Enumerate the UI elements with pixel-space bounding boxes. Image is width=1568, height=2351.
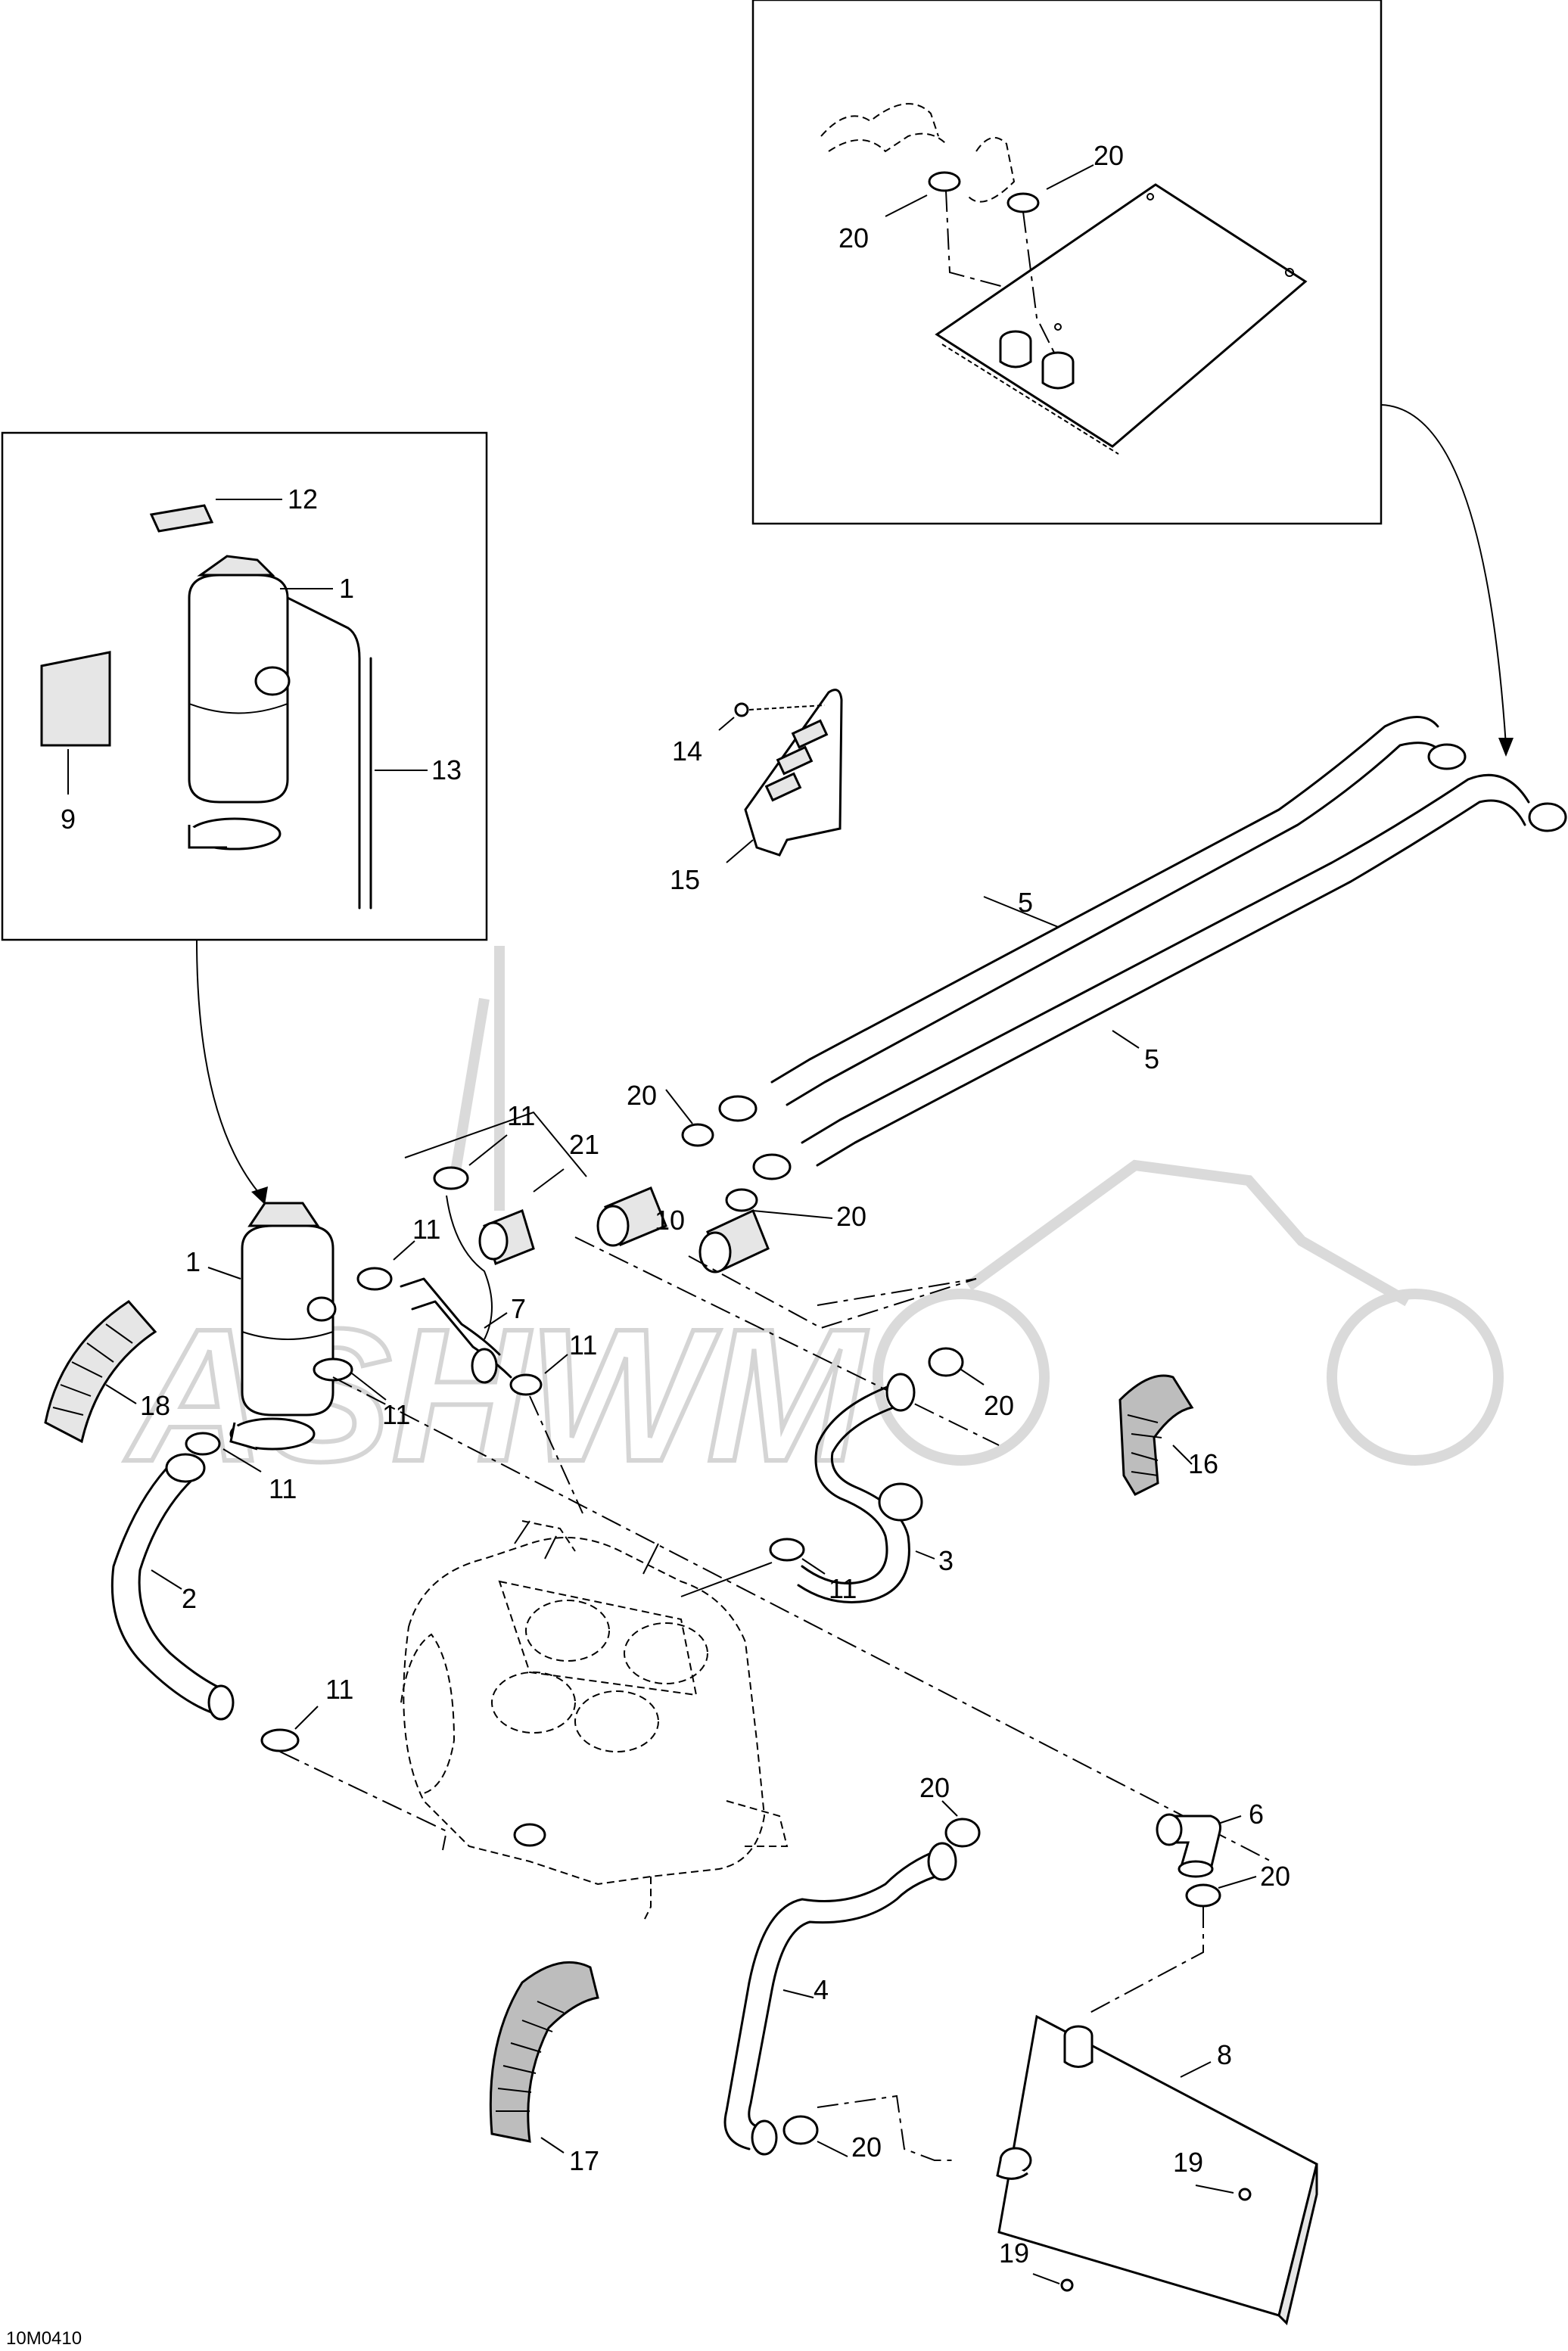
callout-20-hose4-top: 20: [919, 1772, 950, 1803]
callout-20-elbow: 20: [1260, 1861, 1290, 1892]
hose-3: 20 11 3: [680, 1347, 1014, 1604]
callout-19-left: 19: [999, 2237, 1029, 2269]
callout-11-hose3: 11: [829, 1573, 857, 1604]
leader-arrow-tank: [196, 939, 262, 1196]
callout-20-inset-a: 20: [1094, 140, 1124, 171]
coolant-tank-inset: 12 1 13 9: [1, 431, 488, 941]
rear-radiator: 8 19 19: [996, 2014, 1318, 2325]
corrugated-hose-16: 16: [1118, 1374, 1218, 1496]
corrugated-hose-17: 17: [489, 1961, 599, 2176]
overflow-hose: [286, 596, 361, 910]
bypass-group: 11 21 7 11 11: [356, 1100, 599, 1514]
radiator-plate: [935, 183, 1308, 448]
long-hoses: 5 5: [718, 716, 1567, 1180]
watermark: ASHWM: [122, 946, 1504, 1503]
callout-11-hose2-bottom: 11: [325, 1674, 353, 1705]
radiator-inset: 20 20: [751, 0, 1383, 525]
callout-6: 6: [1249, 1799, 1264, 1830]
hose-4: 20 20 4: [723, 1772, 981, 2163]
callout-11-bypass-b: 11: [569, 1329, 597, 1361]
callout-20-connector-b: 20: [836, 1201, 866, 1232]
screw: [734, 702, 749, 717]
callout-1-inset: 1: [339, 573, 354, 604]
inset-frame-left: [1, 431, 488, 941]
callout-20-hose3: 20: [984, 1390, 1014, 1421]
document-id: 10M0410: [6, 2328, 82, 2349]
callout-19-right: 19: [1173, 2147, 1203, 2178]
callout-2: 2: [182, 1583, 197, 1614]
inset-frame-top: [751, 0, 1383, 525]
coolant-tank-main: 11 1: [185, 1202, 1272, 1862]
decal: [40, 651, 111, 747]
bracket: [744, 689, 843, 857]
corrugated-hose-18: 18: [44, 1300, 170, 1444]
callout-18: 18: [140, 1390, 170, 1421]
hose-connectors: 20 20 10: [574, 1080, 1000, 1446]
callout-5-upper: 5: [1018, 887, 1033, 918]
callout-21: 21: [569, 1129, 599, 1160]
callout-20-connector-a: 20: [627, 1080, 657, 1111]
callout-15: 15: [670, 864, 700, 895]
callout-3: 3: [938, 1545, 954, 1576]
pressure-cap: [149, 504, 214, 533]
callout-12: 12: [288, 484, 318, 515]
callout-13: 13: [431, 754, 462, 785]
callout-9: 9: [61, 804, 76, 835]
elbow-6: 6 20: [1089, 1799, 1290, 2014]
callout-11-bypass: 11: [412, 1214, 440, 1245]
callout-8: 8: [1217, 2039, 1232, 2070]
callout-7: 7: [511, 1293, 526, 1324]
callout-11-top: 11: [507, 1100, 535, 1131]
callout-10: 10: [655, 1205, 685, 1236]
callout-14: 14: [672, 735, 702, 767]
leader-arrow-radiator: [1380, 404, 1507, 746]
callout-16: 16: [1188, 1448, 1218, 1479]
callout-20-hose4-bottom: 20: [851, 2132, 882, 2163]
engine-block: [400, 1520, 789, 1923]
callout-5-lower: 5: [1144, 1043, 1159, 1074]
callout-11-hose2-top: 11: [269, 1473, 297, 1504]
bracket-assembly: 14 15: [670, 689, 843, 895]
callout-4: 4: [814, 1974, 829, 2005]
callout-17: 17: [569, 2145, 599, 2176]
callout-1-main: 1: [185, 1246, 201, 1277]
callout-20-inset-b: 20: [838, 222, 869, 253]
hose-2: 11 2 11: [110, 1432, 448, 1851]
